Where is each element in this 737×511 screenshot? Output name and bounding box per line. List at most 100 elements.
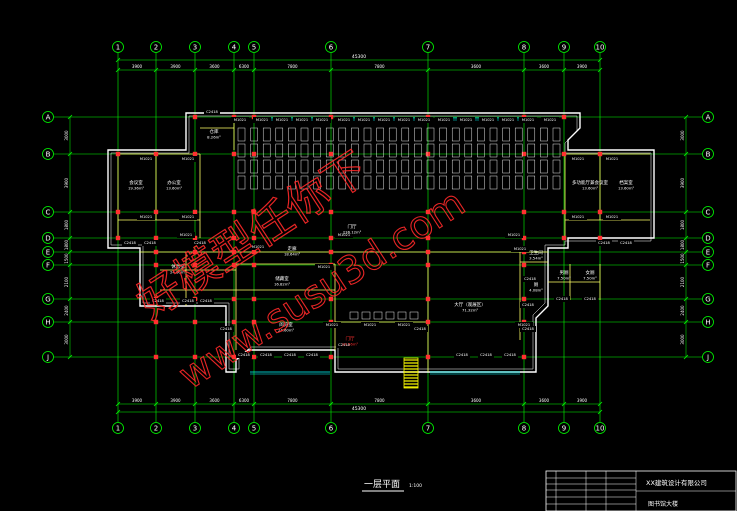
axis-bubble bbox=[150, 422, 162, 434]
window-tag: C2418 bbox=[144, 241, 156, 245]
bookshelf bbox=[313, 175, 321, 190]
bookshelf bbox=[275, 159, 284, 174]
structural-column bbox=[115, 151, 121, 157]
window-tag: C2418 bbox=[194, 241, 206, 245]
door-tag: M1021 bbox=[482, 118, 494, 122]
door-tag-bg bbox=[499, 117, 517, 123]
bookshelf bbox=[338, 175, 347, 190]
bookshelf bbox=[250, 175, 258, 190]
dim-text: 3900 bbox=[577, 64, 588, 69]
axis-bubble bbox=[150, 41, 162, 53]
door-tag-bg bbox=[323, 322, 341, 328]
bookshelf bbox=[552, 175, 561, 190]
door-tag: M1021 bbox=[572, 157, 584, 161]
window-tag-bg bbox=[554, 296, 570, 302]
bookshelf bbox=[401, 127, 410, 142]
dim-text: 7800 bbox=[374, 64, 385, 69]
room-name: 女厕 bbox=[586, 269, 595, 276]
door-tag-bg bbox=[457, 117, 475, 123]
structural-column bbox=[115, 209, 121, 215]
window-tag-bg bbox=[336, 342, 352, 348]
furniture bbox=[385, 311, 395, 320]
bookshelf bbox=[439, 159, 447, 174]
structural-column bbox=[251, 249, 257, 255]
bookshelf bbox=[514, 175, 523, 190]
bookshelf bbox=[275, 127, 284, 142]
title-block-project: 图书馆大楼 bbox=[648, 500, 678, 508]
structural-column bbox=[153, 249, 159, 255]
bookshelf bbox=[325, 127, 334, 142]
door-tag: M1021 bbox=[338, 233, 350, 237]
room-name: 门厅 bbox=[348, 223, 357, 230]
window-tag: C2418 bbox=[306, 353, 318, 357]
bookshelf bbox=[464, 143, 473, 158]
axis-label: 7 bbox=[426, 44, 430, 52]
bookshelf bbox=[376, 143, 384, 158]
bookshelf bbox=[477, 175, 485, 190]
bookshelf bbox=[464, 159, 473, 174]
axis-label: 5 bbox=[252, 44, 256, 52]
structural-column bbox=[251, 262, 257, 268]
room-name: 卫生间 bbox=[529, 249, 543, 256]
bookshelf bbox=[552, 159, 561, 174]
axis-bubble bbox=[189, 41, 201, 53]
window-tag: C2418 bbox=[620, 241, 632, 245]
structural-column bbox=[153, 262, 159, 268]
plan-title-text: 一层平面 bbox=[364, 479, 400, 490]
exterior-wall-inner bbox=[110, 115, 652, 370]
room-area: 8.26m² bbox=[207, 135, 221, 140]
bookshelves bbox=[237, 127, 561, 320]
furniture bbox=[361, 311, 371, 320]
room-area: 24.60m² bbox=[278, 328, 295, 333]
window-tag: C2418 bbox=[238, 353, 250, 357]
bookshelf bbox=[288, 143, 296, 158]
door-tag-bg bbox=[313, 117, 331, 123]
axis-label: 1 bbox=[116, 44, 120, 52]
door-tag: M1021 bbox=[438, 118, 450, 122]
door-tag: M1021 bbox=[256, 118, 268, 122]
bookshelf bbox=[376, 175, 384, 190]
dim-text: 1800 bbox=[64, 219, 69, 230]
bookshelf bbox=[237, 159, 246, 174]
bookshelf bbox=[451, 159, 460, 174]
door-tag-bg bbox=[395, 117, 413, 123]
structural-column bbox=[597, 235, 603, 241]
bookshelf bbox=[477, 143, 485, 158]
dim-text: 3900 bbox=[132, 398, 143, 403]
structural-column bbox=[328, 249, 334, 255]
room-area: 236.12m² bbox=[343, 230, 362, 235]
structural-column bbox=[251, 319, 257, 325]
axis-label: 3 bbox=[193, 44, 197, 52]
bookshelf bbox=[527, 159, 536, 174]
bookshelf bbox=[351, 175, 359, 190]
axis-label: 1 bbox=[116, 425, 120, 433]
window-tag: C2418 bbox=[524, 277, 536, 281]
dim-text: 3600 bbox=[209, 64, 220, 69]
bookshelf bbox=[288, 127, 296, 142]
axis-label: G bbox=[705, 296, 710, 304]
door-tag-bg bbox=[435, 117, 453, 123]
structural-column bbox=[231, 319, 237, 325]
bookshelf bbox=[552, 127, 561, 142]
room-name: 男厕 bbox=[560, 270, 569, 276]
bookshelf bbox=[540, 175, 548, 190]
dim-text: 3900 bbox=[64, 177, 69, 188]
door-tag-bg bbox=[603, 156, 621, 162]
bookshelf bbox=[414, 175, 422, 190]
structural-column bbox=[561, 114, 567, 120]
door-tag-bg bbox=[273, 117, 291, 123]
door-tag-bg bbox=[395, 322, 413, 328]
door-tag-bg bbox=[569, 214, 587, 220]
axis-bubble bbox=[594, 422, 606, 434]
window-tag: C2418 bbox=[284, 353, 296, 357]
bookshelf bbox=[325, 143, 334, 158]
axis-label: 9 bbox=[562, 425, 566, 433]
door-tag-bg bbox=[355, 117, 373, 123]
room-name: 休息室 bbox=[171, 263, 185, 270]
window-tag-bg bbox=[522, 276, 538, 282]
structural-column bbox=[231, 209, 237, 215]
window-tag: C2418 bbox=[504, 353, 516, 357]
bookshelf bbox=[275, 175, 284, 190]
dim-text: 1500 bbox=[680, 253, 685, 264]
